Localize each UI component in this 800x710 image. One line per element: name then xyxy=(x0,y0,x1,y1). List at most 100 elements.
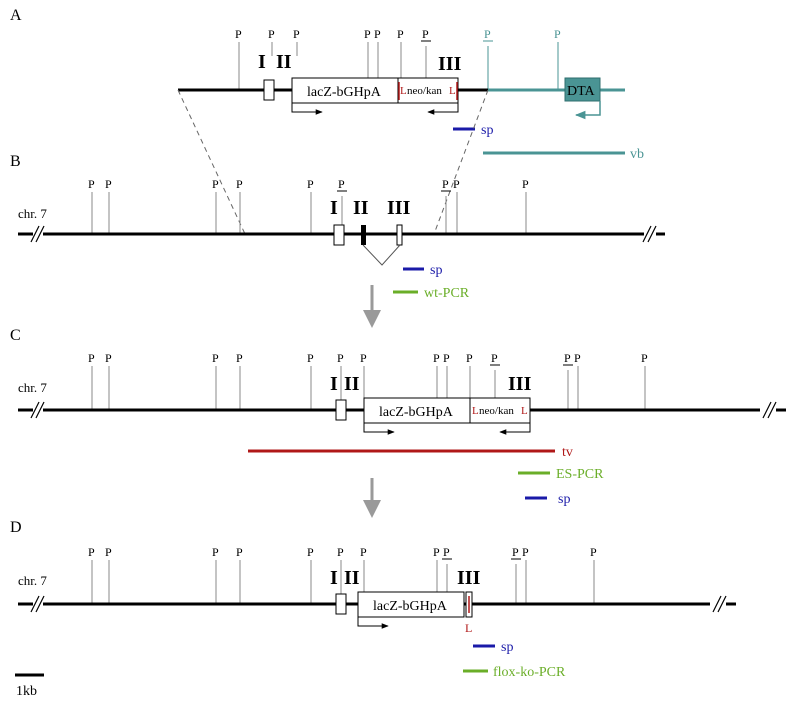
chromosome-break-right xyxy=(762,401,786,419)
panel-a-sites: P P P P P P P P P xyxy=(235,27,561,90)
exon-label-i: I xyxy=(330,567,338,589)
site-p: P xyxy=(88,545,95,559)
transition-arrow-b-c xyxy=(363,285,381,328)
exon-label-iii: III xyxy=(457,567,481,589)
probe-sp-label: sp xyxy=(558,492,570,507)
site-p: P xyxy=(236,545,243,559)
chromosome-label: chr. 7 xyxy=(18,380,47,395)
site-p: P xyxy=(522,545,529,559)
chromosome-break-right xyxy=(642,225,657,243)
neo-label: neo/kan xyxy=(407,85,442,97)
lacz-cassette-box xyxy=(357,591,465,618)
site-p-underlined: P xyxy=(564,351,571,365)
site-p: P xyxy=(212,351,219,365)
site-p: P xyxy=(522,177,529,191)
site-p: P xyxy=(590,545,597,559)
exon-i-box xyxy=(335,593,347,615)
neo-label: neo/kan xyxy=(479,405,514,417)
site-p-underlined: P xyxy=(443,545,450,559)
chromosome-break-left xyxy=(18,401,45,419)
panel-a-label: A xyxy=(10,7,22,24)
neo-cassette-box xyxy=(397,77,459,104)
exon-label-iii: III xyxy=(438,53,462,75)
site-p: P xyxy=(88,351,95,365)
panel-b-label: B xyxy=(10,153,21,170)
site-p: P xyxy=(364,27,371,41)
site-p-vector: P xyxy=(554,27,561,41)
neo-promoter-arrow xyxy=(499,423,531,435)
site-p-underlined: P xyxy=(442,177,449,191)
chromosome-break-left xyxy=(18,225,45,243)
site-p: P xyxy=(433,545,440,559)
exon-label-ii: II xyxy=(353,197,369,219)
dta-promoter-arrow xyxy=(574,101,601,120)
exon-ii-box xyxy=(361,225,366,245)
wt-pcr-label: wt-PCR xyxy=(424,286,470,301)
exon-label-iii: III xyxy=(508,373,532,395)
site-p: P xyxy=(235,27,242,41)
chromosome-break-right xyxy=(712,595,736,613)
panel-c-sites: P P P P P P P P P P P P P xyxy=(88,351,648,410)
loxp-label: L xyxy=(472,405,479,417)
panel-a: A P P P P P P P P P I II III xyxy=(10,7,644,162)
site-p-underlined: P xyxy=(338,177,345,191)
exon-label-ii: II xyxy=(276,51,292,73)
lacz-promoter-arrow xyxy=(363,423,395,435)
panel-b-sites: P P P P P P P P P xyxy=(88,177,529,234)
flox-ko-pcr-label: flox-ko-PCR xyxy=(493,665,566,680)
es-pcr-label: ES-PCR xyxy=(556,467,604,482)
loxp-label: L xyxy=(521,405,528,417)
lacz-cassette-box xyxy=(291,77,399,104)
probe-sp-label: sp xyxy=(501,640,513,655)
recombination-line-left xyxy=(177,89,246,235)
panel-d-label: D xyxy=(10,519,22,536)
exon-i-box xyxy=(333,224,345,246)
site-p: P xyxy=(105,545,112,559)
site-p: P xyxy=(105,351,112,365)
dta-label: DTA xyxy=(567,84,596,99)
exon-label-ii: II xyxy=(344,567,360,589)
exon-i-box xyxy=(263,79,275,101)
lacz-label: lacZ-bGHpA xyxy=(379,405,454,420)
scale-bar-label: 1kb xyxy=(16,684,37,699)
site-p: P xyxy=(443,351,450,365)
site-p-underlined: P xyxy=(491,351,498,365)
site-p: P xyxy=(307,177,314,191)
deletion-bracket xyxy=(362,244,401,266)
transition-arrow-c-d xyxy=(363,478,381,518)
loxp-label: L xyxy=(465,621,472,635)
lacz-promoter-arrow xyxy=(357,617,389,629)
panel-c: C chr. 7 P P P P P P P P P P P xyxy=(10,327,786,507)
site-p: P xyxy=(374,27,381,41)
lacz-label: lacZ-bGHpA xyxy=(373,599,448,614)
lacz-promoter-arrow xyxy=(291,103,323,115)
chromosome-label: chr. 7 xyxy=(18,573,47,588)
exon-label-i: I xyxy=(330,197,338,219)
site-p: P xyxy=(88,177,95,191)
probe-vb-label: vb xyxy=(630,147,644,162)
site-p: P xyxy=(307,351,314,365)
neo-cassette-box xyxy=(469,397,531,424)
site-p: P xyxy=(453,177,460,191)
site-p: P xyxy=(293,27,300,41)
panel-c-label: C xyxy=(10,327,21,344)
loxp-label: L xyxy=(400,85,407,97)
panel-d: D chr. 7 P P P P P P P P P P P xyxy=(10,519,736,680)
site-p: P xyxy=(212,545,219,559)
site-p: P xyxy=(360,545,367,559)
dta-cassette-box xyxy=(564,77,601,102)
site-p: P xyxy=(236,351,243,365)
site-p: P xyxy=(105,177,112,191)
site-p: P xyxy=(641,351,648,365)
probe-sp-label: sp xyxy=(481,123,493,138)
site-p: P xyxy=(360,351,367,365)
site-p: P xyxy=(337,545,344,559)
chromosome-label: chr. 7 xyxy=(18,206,47,221)
exon-label-iii: III xyxy=(387,197,411,219)
scale-bar: 1kb xyxy=(15,673,44,699)
site-p: P xyxy=(236,177,243,191)
site-p-underlined: P xyxy=(422,27,429,41)
site-p: P xyxy=(466,351,473,365)
chromosome-break-left xyxy=(18,595,45,613)
